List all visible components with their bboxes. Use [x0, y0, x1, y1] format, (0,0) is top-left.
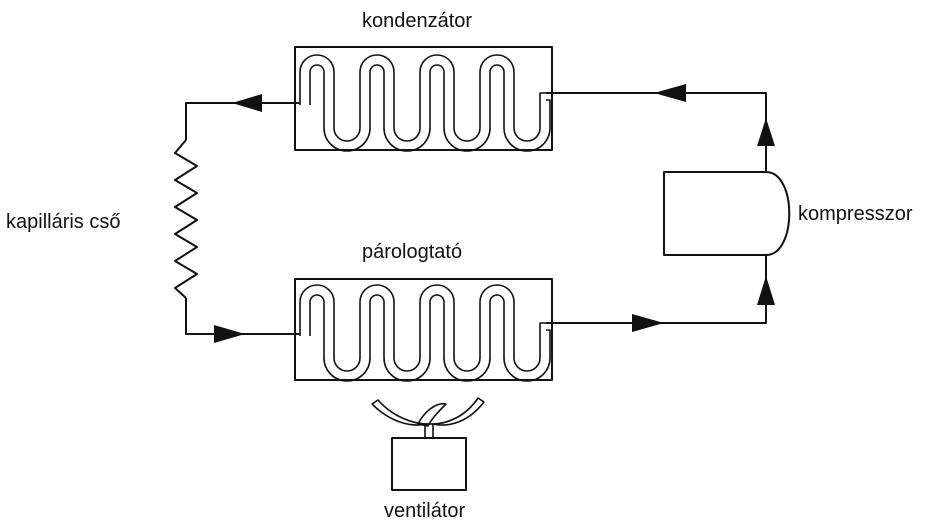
- condenser-coil: [299, 54, 546, 142]
- arrow-right-bottom-right: [632, 314, 664, 332]
- arrow-up-suction: [757, 276, 775, 305]
- evaporator-box: [294, 278, 553, 381]
- capillary-tube-label: kapilláris cső: [6, 211, 121, 233]
- pipe-compressor-to-condenser: [546, 92, 767, 172]
- pipe-condenser-to-capillary: [185, 102, 300, 140]
- arrow-left-top-right: [654, 84, 686, 102]
- arrow-left-top: [232, 94, 262, 112]
- compressor-label: kompresszor: [798, 203, 913, 225]
- condenser-coil-inner: [309, 64, 551, 152]
- pipe-capillary-to-evaporator: [185, 298, 300, 335]
- evaporator-coil: [299, 284, 546, 372]
- capillary-tube-zigzag: [174, 139, 198, 299]
- pipe-evaporator-to-compressor: [546, 255, 767, 324]
- evaporator-coil-inner: [309, 294, 551, 382]
- arrow-right-bottom-left: [214, 325, 245, 343]
- evaporator-label: párologtató: [362, 241, 463, 263]
- condenser-label: kondenzátor: [362, 10, 473, 32]
- fan-motor: [391, 437, 467, 491]
- fan-label: ventilátor: [384, 500, 466, 522]
- compressor-body: [663, 171, 791, 256]
- condenser-box: [294, 46, 553, 151]
- arrow-up-discharge: [757, 118, 775, 146]
- fan-blade-center: [417, 402, 447, 427]
